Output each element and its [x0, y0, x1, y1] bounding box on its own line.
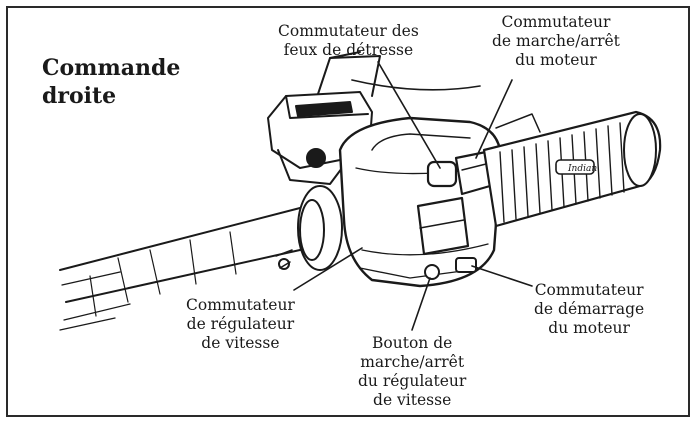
label-line: du régulateur — [358, 372, 467, 390]
label-line: Commutateur des — [278, 22, 419, 40]
label-line: de démarrage — [534, 300, 645, 318]
diagram-title: Commande droite — [42, 54, 180, 110]
label-line: de régulateur — [186, 315, 295, 333]
label-cruise-onoff-button: Bouton de marche/arrêt du régulateur de … — [358, 334, 466, 410]
label-line: du moteur — [548, 319, 630, 337]
clamp-collar — [275, 185, 343, 271]
handlebar-tube — [59, 207, 301, 331]
switch-housing — [338, 116, 503, 288]
label-line: Commutateur — [534, 281, 644, 299]
label-line: Bouton de — [372, 334, 453, 352]
label-cruise-switch: Commutateur de régulateur de vitesse — [186, 296, 295, 353]
label-line: marche/arrêt — [360, 353, 465, 371]
label-line: du moteur — [515, 51, 597, 69]
label-start-switch: Commutateur de démarrage du moteur — [534, 281, 644, 338]
label-hazard-switch: Commutateur des feux de détresse — [278, 22, 419, 60]
title-line-1: Commande — [42, 55, 181, 81]
leader-lines — [293, 61, 533, 331]
label-line: Commutateur — [186, 296, 295, 314]
label-line: de marche/arrêt — [492, 32, 620, 50]
title-line-2: droite — [42, 83, 117, 109]
throttle-grip — [482, 110, 662, 228]
label-line: de vitesse — [201, 334, 280, 352]
grip-logo: Indian — [567, 164, 597, 174]
label-line: de vitesse — [373, 391, 452, 409]
label-engine-stop-switch: Commutateur de marche/arrêt du moteur — [492, 13, 620, 70]
label-line: feux de détresse — [283, 41, 414, 59]
label-line: Commutateur — [501, 13, 611, 31]
